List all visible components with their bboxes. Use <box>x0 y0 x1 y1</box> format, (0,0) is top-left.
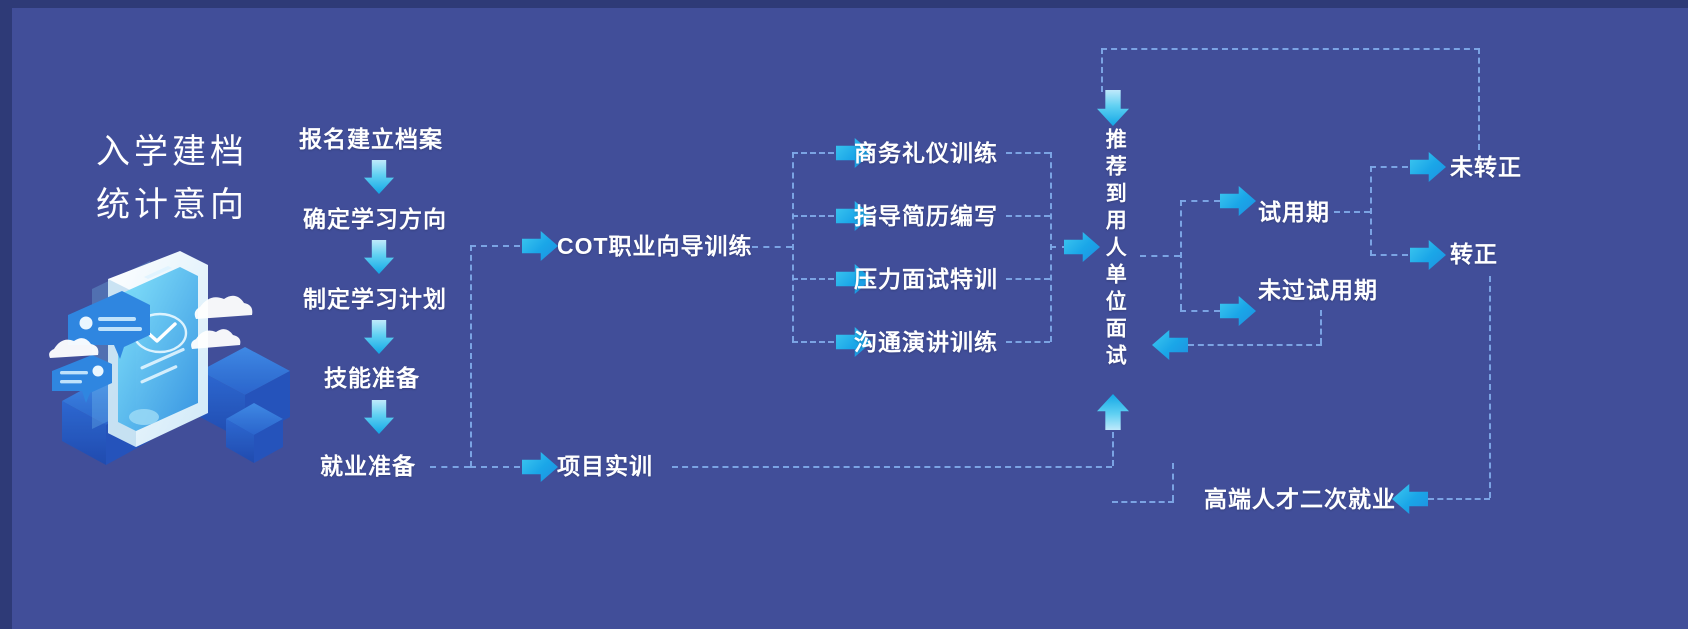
flow-node-module-1[interactable]: 商务礼仪训练 <box>854 140 998 166</box>
connector-confirmed-drop <box>1489 276 1491 498</box>
flow-node-intake-3[interactable]: 制定学习计划 <box>303 286 447 312</box>
flow-node-confirmed[interactable]: 转正 <box>1450 241 1498 267</box>
connector-module-1 <box>792 152 834 154</box>
connector-not-confirmed-riser <box>1478 48 1480 150</box>
arrow-right-icon <box>1410 152 1446 182</box>
connector-module-3 <box>792 278 834 280</box>
arrow-right-icon <box>1220 186 1256 216</box>
flow-node-intake-1[interactable]: 报名建立档案 <box>299 126 443 152</box>
flow-node-interview[interactable]: 推荐到用人单位面试 <box>1103 128 1127 371</box>
diagram-panel: 入学建档 统计意向 <box>12 8 1688 629</box>
arrow-right-icon <box>522 231 558 261</box>
flow-node-intake-4[interactable]: 技能准备 <box>324 365 420 391</box>
connector-probation-2 <box>1180 310 1220 312</box>
connector-top-return <box>1101 48 1480 50</box>
connector-project-to-interview <box>672 466 1112 468</box>
connector-final-stub-horizontal <box>1112 501 1174 503</box>
connector-intake-to-bracket <box>430 466 470 468</box>
connector-failed-probation-drop <box>1320 310 1322 344</box>
connector-bracket-to-cot <box>470 245 520 247</box>
flow-node-intake-5[interactable]: 就业准备 <box>320 453 416 479</box>
connector-failed-probation-return <box>1188 344 1322 346</box>
connector-module-3-out <box>1006 278 1050 280</box>
connector-interview-out <box>1140 255 1180 257</box>
connector-module-2 <box>792 215 834 217</box>
arrow-down-icon <box>1097 90 1129 126</box>
flow-node-intake-2[interactable]: 确定学习方向 <box>303 206 447 232</box>
arrow-down-icon <box>364 240 394 274</box>
connector-cot-to-modules <box>752 246 792 248</box>
connector-probation-out <box>1334 211 1370 213</box>
flow-node-probation[interactable]: 试用期 <box>1258 199 1330 225</box>
connector-confirmation-bracket-vertical <box>1370 166 1372 256</box>
arrow-down-icon <box>364 160 394 194</box>
connector-project-riser <box>1112 432 1114 466</box>
connector-merge-to-interview <box>1050 246 1068 248</box>
connector-module-2-out <box>1006 215 1050 217</box>
connector-bracket-to-project <box>470 466 520 468</box>
arrow-right-icon <box>1220 296 1256 326</box>
connector-module-4-out <box>1006 341 1050 343</box>
flow-node-module-2[interactable]: 指导简历编写 <box>854 203 998 229</box>
arrow-down-icon <box>364 400 394 434</box>
connector-top-return-drop <box>1101 48 1103 92</box>
flow-node-module-4[interactable]: 沟通演讲训练 <box>854 329 998 355</box>
connector-confirmation-1 <box>1370 166 1408 168</box>
arrow-left-icon <box>1392 484 1428 514</box>
arrow-right-icon <box>522 452 558 482</box>
arrow-right-icon <box>1064 232 1100 262</box>
arrow-left-icon <box>1152 330 1188 360</box>
flow-node-failed-probation[interactable]: 未过试用期 <box>1258 277 1378 303</box>
connector-module-4 <box>792 341 834 343</box>
connector-bracket-vertical <box>470 245 472 467</box>
flow-node-cot-training[interactable]: COT职业向导训练 <box>557 233 753 259</box>
connector-module-1-out <box>1006 152 1050 154</box>
connector-to-final <box>1428 498 1490 500</box>
flow-node-not-confirmed[interactable]: 未转正 <box>1450 154 1522 180</box>
flow-node-project-training[interactable]: 项目实训 <box>557 453 653 479</box>
connector-modules-bracket-vertical <box>792 152 794 342</box>
page-title: 入学建档 统计意向 <box>96 133 248 224</box>
connector-confirmation-2 <box>1370 254 1408 256</box>
connector-final-stub-vertical <box>1172 463 1174 501</box>
flow-node-final[interactable]: 高端人才二次就业 <box>1204 486 1396 512</box>
flow-node-module-3[interactable]: 压力面试特训 <box>854 266 998 292</box>
arrow-down-icon <box>364 320 394 354</box>
arrow-up-icon <box>1097 394 1129 430</box>
connector-probation-bracket-vertical <box>1180 200 1182 310</box>
isometric-phone-illustration <box>40 251 290 481</box>
connector-probation-1 <box>1180 200 1220 202</box>
arrow-right-icon <box>1410 240 1446 270</box>
